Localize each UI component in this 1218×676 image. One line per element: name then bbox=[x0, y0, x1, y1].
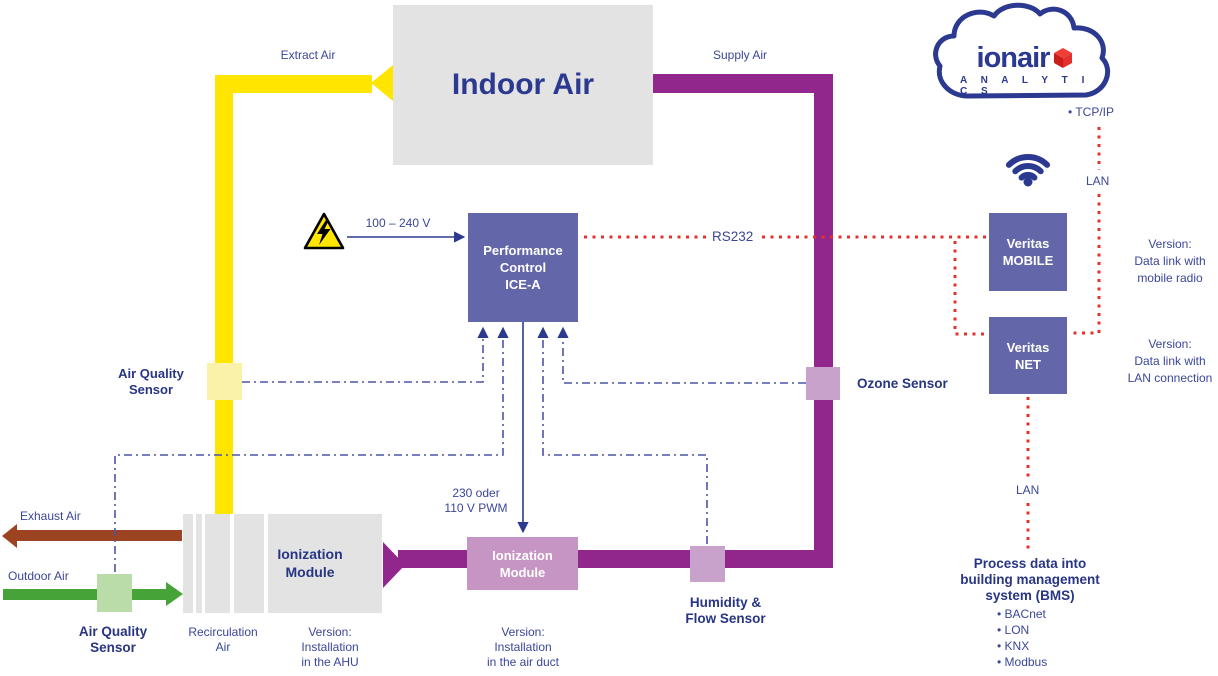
extract-air-arrowhead bbox=[371, 65, 393, 101]
extract-aq-signal-line bbox=[242, 326, 489, 383]
lan-top-label: LAN bbox=[1086, 174, 1110, 188]
bms-title: Process data into building management sy… bbox=[960, 556, 1100, 603]
rs232-branch-net bbox=[953, 241, 986, 336]
extract-air-label: Extract Air bbox=[280, 48, 336, 62]
recirculation-air-label: Recirculation Air bbox=[188, 625, 258, 654]
exhaust-air-arrowhead bbox=[2, 524, 17, 548]
duct-version-label: Version: Installation in the air duct bbox=[486, 625, 560, 669]
ionair-wordmark: ionair bbox=[976, 42, 1051, 74]
humidity-sensor-label: Humidity & Flow Sensor bbox=[685, 595, 766, 626]
warning-high-voltage-icon bbox=[303, 212, 345, 250]
bms-item-modbus: • Modbus bbox=[997, 655, 1048, 669]
humidity-signal-line bbox=[537, 326, 708, 544]
extract-aq-sensor-label: Air Quality Sensor bbox=[118, 366, 184, 397]
extract-air-quality-sensor bbox=[207, 363, 242, 400]
ahu-version-label: Version: Installation in the AHU bbox=[301, 625, 359, 669]
outdoor-air-label: Outdoor Air bbox=[8, 569, 69, 583]
duct-ionization-module-box: Ionization Module bbox=[467, 537, 578, 590]
pwm-label: 230 oder 110 V PWM bbox=[444, 486, 508, 515]
exhaust-air-arrow-bar bbox=[14, 530, 182, 541]
veritas-mobile-version-label: Version: Data link with mobile radio bbox=[1134, 237, 1206, 285]
outdoor-air-arrowhead bbox=[166, 582, 183, 606]
indoor-air-box: Indoor Air bbox=[393, 5, 653, 165]
bms-item-lon: • LON bbox=[997, 623, 1030, 637]
veritas-net-label: Veritas NET bbox=[1006, 339, 1050, 372]
outdoor-air-arrow-bar bbox=[3, 589, 168, 600]
cube-icon bbox=[1054, 48, 1073, 68]
veritas-net-box: Veritas NET bbox=[989, 317, 1067, 394]
humidity-flow-sensor bbox=[690, 546, 725, 582]
supply-air-pipe-top bbox=[653, 74, 833, 93]
ozone-sensor-label: Ozone Sensor bbox=[857, 376, 948, 391]
ahu-stripe bbox=[193, 514, 196, 613]
veritas-mobile-box: Veritas MOBILE bbox=[989, 213, 1067, 291]
ionair-analytics-logo: ionair A N A L Y T I C S bbox=[955, 42, 1095, 98]
outdoor-air-quality-sensor bbox=[97, 574, 132, 612]
duct-ionization-module-label: Ionization Module bbox=[492, 547, 553, 580]
tcpip-label: • TCP/IP bbox=[1068, 105, 1114, 119]
cloud-icon bbox=[933, 2, 1110, 99]
indoor-air-label: Indoor Air bbox=[451, 68, 595, 101]
performance-control-box: Performance Control ICE-A bbox=[468, 213, 578, 322]
rs232-label: RS232 bbox=[712, 229, 754, 244]
ozone-signal-line bbox=[557, 326, 806, 384]
outdoor-aq-sensor-label: Air Quality Sensor bbox=[78, 624, 148, 655]
bms-item-knx: • KNX bbox=[997, 639, 1030, 653]
ahu-outlet-arrowhead bbox=[383, 542, 405, 588]
power-label: 100 – 240 V bbox=[365, 216, 431, 230]
bms-item-bacnet: • BACnet bbox=[997, 607, 1046, 621]
performance-control-label: Performance Control ICE-A bbox=[483, 243, 563, 292]
analytics-wordmark: A N A L Y T I C S bbox=[960, 75, 1090, 97]
ahu-ionization-module-label: Ionization Module bbox=[277, 546, 343, 580]
outdoor-aq-signal-line bbox=[114, 326, 509, 572]
exhaust-air-label: Exhaust Air bbox=[20, 509, 81, 523]
ozone-sensor bbox=[806, 367, 840, 400]
supply-air-pipe-vertical bbox=[814, 74, 833, 568]
ahu-stripe bbox=[202, 514, 205, 613]
lan-bottom-label: LAN bbox=[1016, 483, 1040, 497]
ahu-stripe bbox=[264, 514, 268, 613]
ahu-stripe bbox=[230, 514, 234, 613]
ahu-box: Ionization Module bbox=[183, 514, 382, 613]
cloud-lan-line-lower bbox=[1069, 194, 1101, 335]
extract-air-pipe-vertical bbox=[215, 75, 233, 514]
wifi-icon bbox=[1005, 153, 1051, 187]
veritas-mobile-label: Veritas MOBILE bbox=[1002, 236, 1054, 268]
extract-air-pipe-horizontal bbox=[215, 75, 372, 93]
veritas-net-version-label: Version: Data link with LAN connection bbox=[1127, 337, 1213, 385]
supply-air-label: Supply Air bbox=[712, 48, 768, 62]
